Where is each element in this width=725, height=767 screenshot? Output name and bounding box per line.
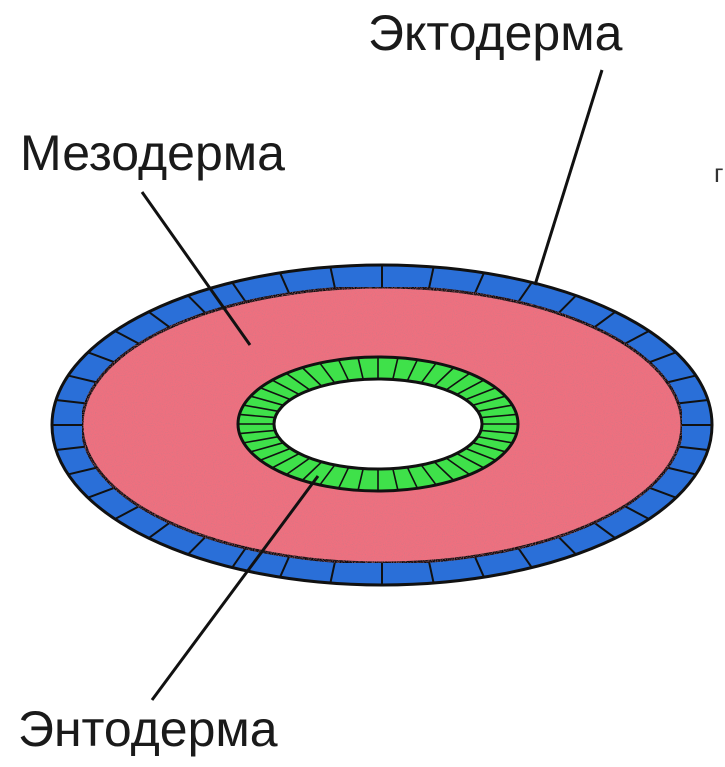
ectoderm-label: Эктодерма <box>368 8 622 58</box>
mesoderm-label: Мезодерма <box>20 128 285 178</box>
cropped-text-fragment: г <box>714 160 723 186</box>
ectoderm-leader-line <box>535 70 602 285</box>
endoderm-label: Энтодерма <box>18 704 278 754</box>
central-cavity <box>274 379 482 469</box>
